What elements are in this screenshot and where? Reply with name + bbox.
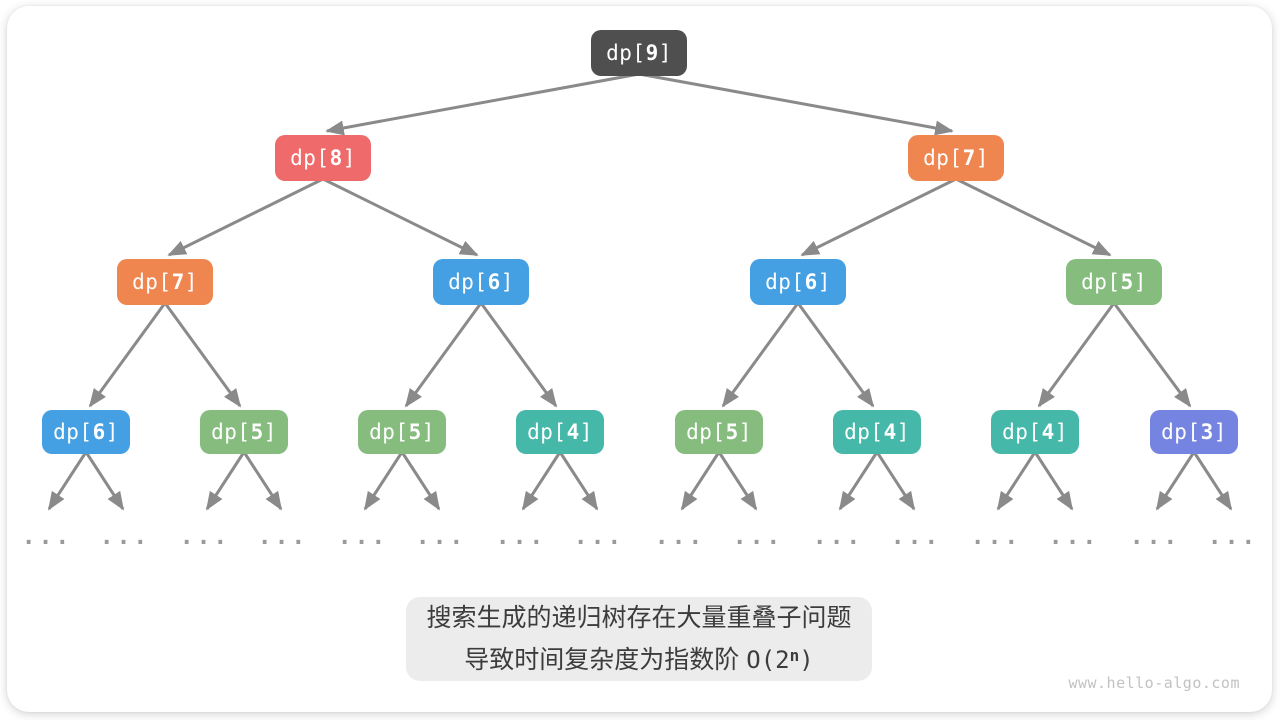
tree-node-dp-5: dp[5] bbox=[358, 410, 446, 454]
ellipsis-leaf: ... bbox=[812, 524, 864, 550]
ellipsis-leaf: ... bbox=[257, 524, 309, 550]
ellipsis-leaf: ... bbox=[495, 524, 547, 550]
tree-node-dp-3: dp[3] bbox=[1150, 410, 1238, 454]
tree-node-dp-7: dp[7] bbox=[117, 259, 213, 305]
ellipsis-leaf: ... bbox=[415, 524, 467, 550]
ellipsis-leaf: ... bbox=[654, 524, 706, 550]
caption-line1: 搜索生成的递归树存在大量重叠子问题 bbox=[426, 603, 852, 632]
tree-node-dp-7: dp[7] bbox=[908, 135, 1004, 181]
watermark-url: www.hello-algo.com bbox=[1068, 674, 1240, 692]
tree-node-dp-5: dp[5] bbox=[200, 410, 288, 454]
complexity-formula: O(2n) bbox=[746, 645, 814, 674]
ellipsis-leaf: ... bbox=[890, 524, 942, 550]
tree-node-dp-8: dp[8] bbox=[275, 135, 371, 181]
ellipsis-leaf: ... bbox=[21, 524, 73, 550]
tree-node-dp-5: dp[5] bbox=[1066, 259, 1162, 305]
tree-node-dp-4: dp[4] bbox=[991, 410, 1079, 454]
tree-node-dp-4: dp[4] bbox=[516, 410, 604, 454]
caption-box: 搜索生成的递归树存在大量重叠子问题 导致时间复杂度为指数阶 O(2n) bbox=[406, 597, 872, 681]
ellipsis-leaf: ... bbox=[1207, 524, 1259, 550]
ellipsis-leaf: ... bbox=[573, 524, 625, 550]
ellipsis-leaf: ... bbox=[732, 524, 784, 550]
tree-node-dp-5: dp[5] bbox=[675, 410, 763, 454]
ellipsis-leaf: ... bbox=[179, 524, 231, 550]
tree-node-dp-6: dp[6] bbox=[42, 410, 130, 454]
tree-node-dp-6: dp[6] bbox=[433, 259, 529, 305]
tree-node-dp-9: dp[9] bbox=[591, 30, 687, 76]
ellipsis-leaf: ... bbox=[99, 524, 151, 550]
tree-node-dp-6: dp[6] bbox=[750, 259, 846, 305]
ellipsis-leaf: ... bbox=[337, 524, 389, 550]
ellipsis-leaf: ... bbox=[970, 524, 1022, 550]
ellipsis-leaf: ... bbox=[1048, 524, 1100, 550]
ellipsis-leaf: ... bbox=[1129, 524, 1181, 550]
tree-node-dp-4: dp[4] bbox=[833, 410, 921, 454]
caption-line2: 导致时间复杂度为指数阶 O(2n) bbox=[464, 645, 814, 674]
